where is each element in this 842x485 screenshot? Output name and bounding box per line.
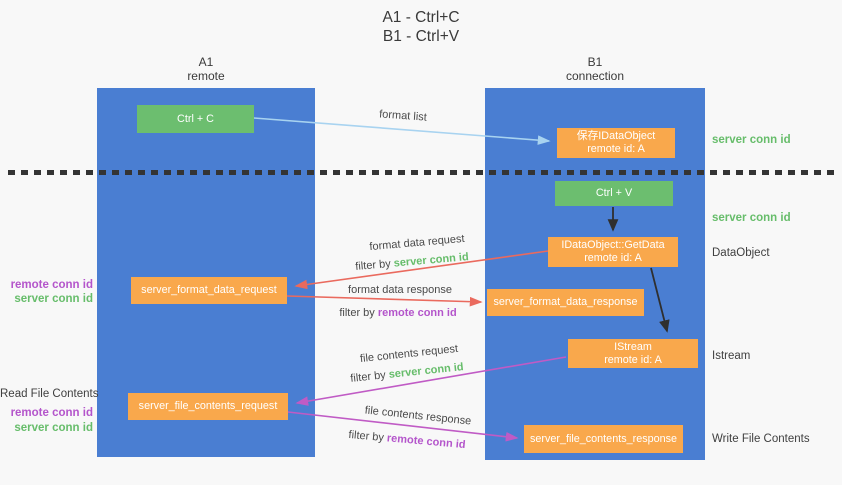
ctrl-v-label: Ctrl + V bbox=[595, 187, 633, 199]
server-conn-id-keyword: server conn id bbox=[393, 251, 470, 270]
format-data-request-label: format data request bbox=[368, 232, 466, 254]
read-file-contents-label: Read File Contents bbox=[0, 388, 99, 400]
format-data-request-filter-label: filter by server conn id bbox=[355, 251, 469, 273]
right-server-conn-id-label: server conn id bbox=[712, 134, 791, 146]
server-conn-id-keyword: server conn id bbox=[388, 361, 465, 381]
server-file-contents-response-node: server_file_contents_response bbox=[524, 425, 683, 453]
server-file-contents-response-label: server_file_contents_response bbox=[529, 432, 678, 445]
istream-line2: remote id: A bbox=[604, 353, 662, 366]
filter-by-prefix: filter by bbox=[339, 307, 378, 319]
istream-side-label: Istream bbox=[712, 350, 751, 362]
getdata-line2: remote id: A bbox=[584, 252, 642, 264]
column-header-a1: A1 remote bbox=[97, 55, 315, 83]
right-server-conn-id-label-2: server conn id bbox=[712, 212, 791, 224]
remote-conn-id-keyword: remote conn id bbox=[377, 307, 457, 319]
ctrl-c-node: Ctrl + C bbox=[137, 105, 254, 133]
ctrl-v-node: Ctrl + V bbox=[555, 181, 673, 206]
getdata-node: IDataObject::GetData remote id: A bbox=[548, 237, 678, 267]
file-contents-request-label: file contents request bbox=[359, 342, 459, 366]
file-contents-response-filter-label: filter by remote conn id bbox=[348, 429, 466, 451]
left-remote-conn-id-label: remote conn id bbox=[10, 279, 93, 291]
getdata-line1: IDataObject::GetData bbox=[561, 239, 665, 251]
file-contents-request-filter-label: filter by server conn id bbox=[350, 361, 464, 385]
phase-divider-dotted-line bbox=[8, 170, 837, 175]
filter-by-prefix: filter by bbox=[349, 368, 390, 385]
istream-line1: IStream bbox=[614, 340, 652, 353]
save-dataobject-line2: remote id: A bbox=[587, 143, 645, 155]
istream-node: IStream remote id: A bbox=[568, 339, 698, 368]
server-format-data-response-label: server_format_data_response bbox=[493, 296, 638, 308]
left-remote-conn-id-label-2: remote conn id bbox=[10, 407, 93, 419]
ctrl-c-label: Ctrl + C bbox=[177, 112, 214, 125]
column-header-b1: B1 connection bbox=[485, 55, 705, 83]
column-b1-role: connection bbox=[565, 69, 625, 83]
column-b1-name: B1 bbox=[587, 55, 603, 69]
left-server-conn-id-label-2: server conn id bbox=[14, 422, 93, 434]
column-a1-name: A1 bbox=[198, 55, 214, 69]
title-line-a1: A1 - Ctrl+C bbox=[382, 9, 460, 26]
format-data-response-filter-label: filter by remote conn id bbox=[339, 307, 456, 319]
format-data-response-label: format data response bbox=[348, 284, 452, 296]
title-line-b1: B1 - Ctrl+V bbox=[382, 28, 460, 45]
server-file-contents-request-node: server_file_contents_request bbox=[128, 393, 288, 420]
server-file-contents-request-label: server_file_contents_request bbox=[138, 400, 278, 412]
save-dataobject-node: 保存IDataObject remote id: A bbox=[557, 128, 675, 158]
filter-by-prefix: filter by bbox=[348, 428, 388, 445]
format-data-response-arrow bbox=[286, 295, 483, 307]
dataobject-label: DataObject bbox=[712, 247, 770, 259]
server-format-data-response-node: server_format_data_response bbox=[487, 289, 644, 316]
format-list-label: format list bbox=[378, 108, 428, 124]
write-file-contents-label: Write File Contents bbox=[712, 433, 810, 445]
save-dataobject-line1: 保存IDataObject bbox=[576, 130, 656, 142]
file-contents-response-label: file contents response bbox=[364, 404, 472, 428]
remote-conn-id-keyword: remote conn id bbox=[386, 432, 466, 452]
filter-by-prefix: filter by bbox=[354, 257, 395, 273]
server-format-data-request-node: server_format_data_request bbox=[131, 277, 287, 304]
column-a1-role: remote bbox=[187, 69, 225, 83]
server-format-data-request-label: server_format_data_request bbox=[141, 284, 277, 296]
diagram-title: A1 - Ctrl+C B1 - Ctrl+V bbox=[0, 8, 842, 46]
left-server-conn-id-label: server conn id bbox=[14, 293, 93, 305]
